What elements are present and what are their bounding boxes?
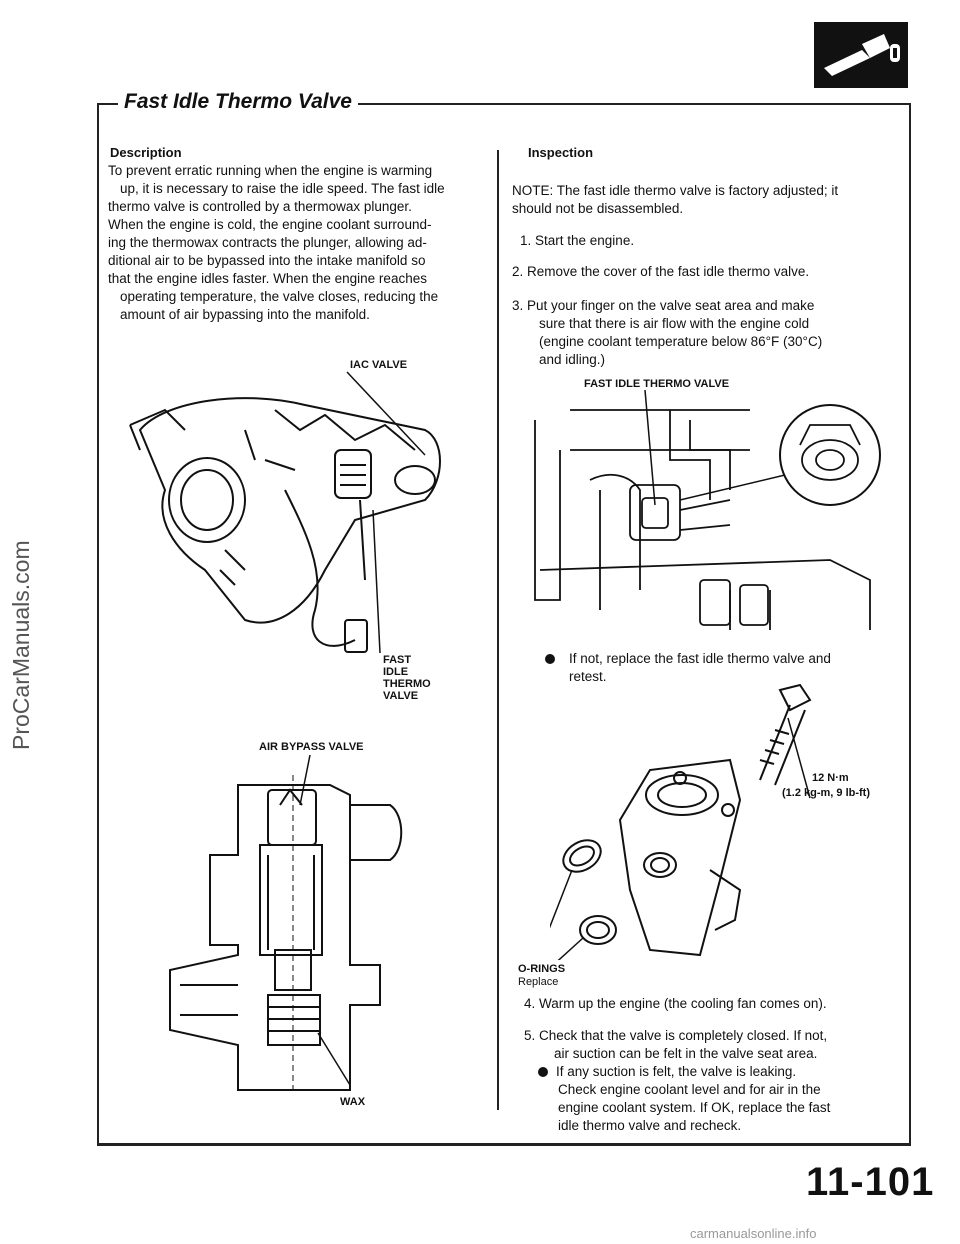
page-number: 11-101 <box>806 1160 935 1204</box>
inspection-note: NOTE: The fast idle thermo valve is fact… <box>512 183 839 216</box>
page-title: Fast Idle Thermo Valve <box>118 90 358 114</box>
torque-spec-label: 12 N·m (1.2 kg-m, 9 lb-ft) <box>782 772 871 799</box>
fast-idle-thermo-valve-figure-label: FAST IDLE THERMO VALVE <box>584 378 730 390</box>
air-bypass-valve-label: AIR BYPASS VALVE <box>259 741 364 753</box>
footer-watermark: carmanualsonline.info <box>690 1226 817 1241</box>
step-4: 4. Warm up the engine (the cooling fan c… <box>524 996 827 1011</box>
step-2: 2. Remove the cover of the fast idle the… <box>512 264 810 279</box>
column-divider <box>497 150 499 1110</box>
wax-label: WAX <box>340 1096 366 1108</box>
fast-idle-thermo-valve-label: FAST IDLE THERMO VALVE <box>383 654 431 702</box>
step-3: 3. Put your finger on the valve seat are… <box>512 298 823 367</box>
sidebar-watermark: ProCarManuals.com <box>8 540 34 750</box>
page-frame <box>97 103 911 1146</box>
description-text: To prevent erratic running when the engi… <box>108 163 445 322</box>
step-1: 1. Start the engine. <box>520 233 635 248</box>
iac-valve-label: IAC VALVE <box>350 359 408 371</box>
inspection-heading: Inspection <box>528 145 594 160</box>
bullet-icon <box>538 1067 548 1077</box>
valve-exploded-illustration <box>550 683 812 960</box>
o-rings-label: O-RINGS Replace <box>518 963 566 988</box>
step-5: 5. Check that the valve is completely cl… <box>524 1028 828 1061</box>
bullet-icon <box>545 654 555 664</box>
air-bypass-valve-cross-section <box>169 755 403 1095</box>
bullet-1: If not, replace the fast idle thermo val… <box>545 650 895 686</box>
bullet-2: If any suction is felt, the valve is lea… <box>538 1063 898 1135</box>
engine-closeup-illustration <box>534 390 881 630</box>
description-heading: Description <box>110 145 182 160</box>
fuel-system-icon <box>814 22 908 88</box>
throttle-body-illustration <box>129 371 441 654</box>
fuel-nozzle-icon <box>824 34 900 76</box>
